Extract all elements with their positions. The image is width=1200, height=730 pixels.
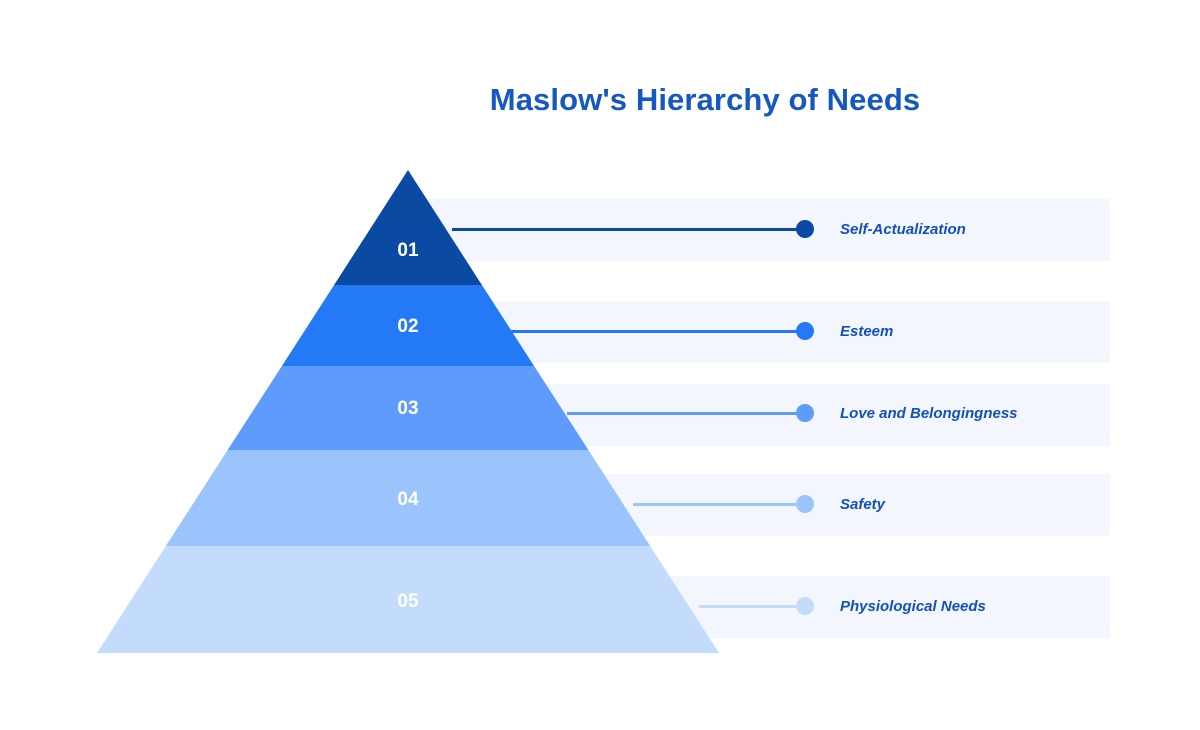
pyramid-tier-number-3: 03 (397, 398, 419, 419)
legend-label-esteem: Esteem (840, 323, 894, 340)
connector-line-1 (452, 228, 807, 231)
pyramid-tier-1[interactable] (334, 170, 482, 285)
legend-label-physiological-needs: Physiological Needs (840, 598, 986, 615)
pyramid-tier-3[interactable] (227, 366, 589, 450)
legend-label-self-actualization: Self-Actualization (840, 221, 966, 238)
pyramid-tier-number-5: 05 (397, 591, 419, 612)
pyramid-tier-number-2: 02 (397, 316, 419, 337)
connector-dot-3 (796, 404, 814, 422)
connector-line-5 (699, 605, 807, 608)
pyramid-tier-2[interactable] (281, 285, 535, 366)
connector-line-3 (567, 412, 807, 415)
page-title: Maslow's Hierarchy of Needs (489, 82, 921, 117)
pyramid-tier-number-4: 04 (397, 489, 419, 510)
connector-dot-5 (796, 597, 814, 615)
pyramid-tier-number-1: 01 (397, 240, 419, 261)
legend-label-love-and-belongingness: Love and Belongingness (840, 405, 1018, 422)
connector-line-4 (633, 503, 807, 506)
pyramid-tier-5[interactable] (97, 546, 719, 653)
legend-label-safety: Safety (840, 496, 886, 513)
connector-line-2 (509, 330, 807, 333)
connector-dot-2 (796, 322, 814, 340)
pyramid-tier-4[interactable] (165, 450, 651, 546)
connector-dot-4 (796, 495, 814, 513)
connector-dot-1 (796, 220, 814, 238)
